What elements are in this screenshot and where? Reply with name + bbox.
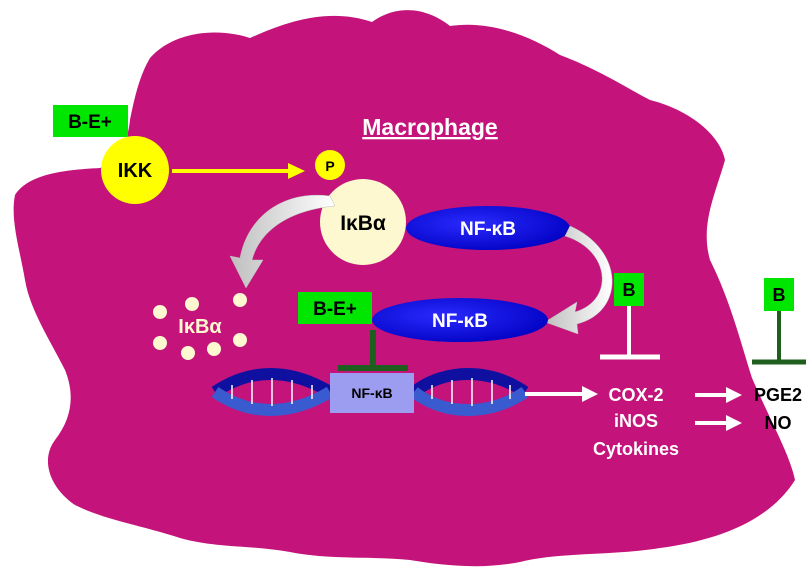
inos-label: iNOS <box>614 411 658 431</box>
nfkb-dna-label: NF-κB <box>351 385 392 401</box>
ikk-label: IKK <box>118 160 153 182</box>
ikba-fragment <box>207 342 221 356</box>
be-inhibitor-label-mid: B-E+ <box>313 299 357 320</box>
cox2-label: COX-2 <box>608 385 663 405</box>
no-label: NO <box>765 413 792 433</box>
b-inhibitor-box-cox <box>614 273 644 306</box>
be-inhibitor-box-top <box>53 105 128 137</box>
transcription-arrow-head <box>582 386 598 402</box>
inos-to-no-arrow-head <box>726 415 742 431</box>
diagram-title: Macrophage <box>362 114 497 140</box>
ikba-fragment <box>233 333 247 347</box>
ikba-fragment <box>181 346 195 360</box>
phospho-label: P <box>325 158 334 174</box>
ikk-circle <box>101 136 169 204</box>
be-inhibitor-label-top: B-E+ <box>68 112 112 133</box>
nfkb-dna-box <box>330 373 414 413</box>
pge2-label: PGE2 <box>754 385 802 405</box>
b-inhibitor-box-pge <box>764 278 794 311</box>
cox2-to-pge2-arrow-head <box>726 387 742 403</box>
nfkb-bound-ellipse <box>406 206 570 250</box>
dna-helix-right <box>410 368 529 416</box>
cytokines-label: Cytokines <box>593 439 679 459</box>
ikba-fragment <box>185 297 199 311</box>
ikba-degraded-label: IκBα <box>178 316 222 338</box>
nfkb-free-ellipse <box>372 298 548 342</box>
degradation-arrow <box>229 194 336 289</box>
be-inhibitor-box-mid <box>298 292 372 324</box>
translocation-arrow <box>544 225 613 335</box>
ikba-bound-circle <box>320 179 406 265</box>
ikba-fragment <box>153 336 167 350</box>
dna-helix-left <box>211 368 334 416</box>
nfkb-bound-label: NF-κB <box>460 219 516 240</box>
b-inhibitor-label-pge: B <box>773 285 786 305</box>
phospho-circle <box>315 150 345 180</box>
ikba-bound-label: IκBα <box>340 212 386 235</box>
ikba-fragment <box>233 293 247 307</box>
ikba-fragment <box>153 305 167 319</box>
b-inhibitor-label-cox: B <box>623 280 636 300</box>
phosphorylation-arrow-head <box>288 163 305 179</box>
macrophage-cell-body <box>13 10 796 567</box>
nfkb-free-label: NF-κB <box>432 311 488 332</box>
